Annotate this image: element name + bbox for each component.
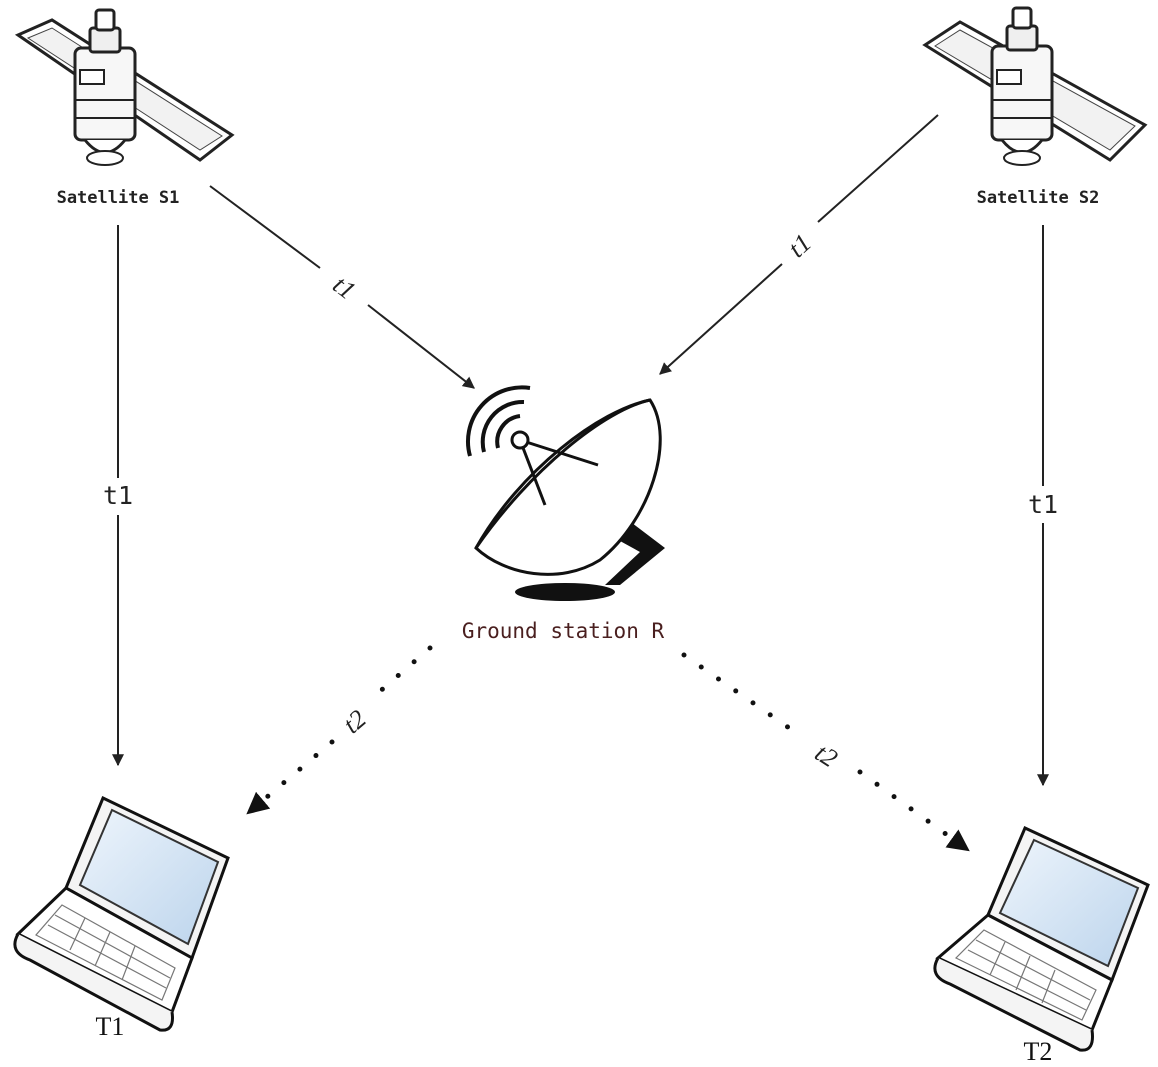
- edge-r-to-t2-lower: [857, 769, 971, 853]
- edge-s1-to-r: [209, 185, 321, 269]
- edge-r-to-t1: [375, 645, 433, 696]
- edge-s1-to-t1-label: t1: [103, 481, 133, 510]
- edge-s1-to-r-lower: [367, 304, 475, 389]
- edge-r-to-t2-label: t2: [810, 738, 843, 773]
- edge-r-to-t1-label: t2: [338, 704, 372, 739]
- edge-s2-to-r-lower: [659, 263, 783, 375]
- edge-s2-to-r-label: t1: [782, 228, 816, 263]
- satellite-s2-label: Satellite S2: [977, 188, 1100, 208]
- ground-station-dish-icon: [466, 385, 665, 601]
- satellite-s1-icon: [14, 8, 235, 166]
- satellite-s2-icon: [922, 6, 1148, 166]
- edge-s2-to-t2-label: t1: [1028, 490, 1058, 519]
- terminal-t2-label: T2: [1024, 1037, 1053, 1066]
- terminal-t1-laptop-icon: [13, 795, 230, 1032]
- terminal-t1-label: T1: [96, 1012, 125, 1041]
- edge-s2-to-r: [817, 114, 939, 223]
- edge-s1-to-r-label: t1: [327, 270, 361, 305]
- edge-r-to-t1-lower: [245, 739, 335, 816]
- terminal-t2-laptop-icon: [933, 825, 1150, 1052]
- ground-station-label: Ground station R: [462, 619, 665, 643]
- satellite-s1-label: Satellite S1: [57, 188, 180, 208]
- edge-r-to-t2: [681, 652, 795, 733]
